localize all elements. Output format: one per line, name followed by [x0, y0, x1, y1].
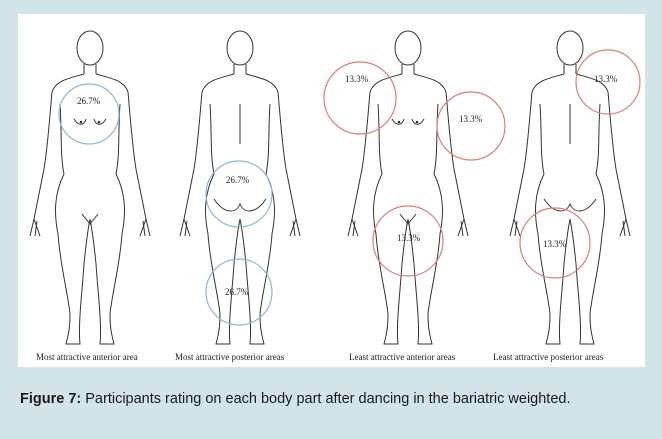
percentage-label: 13.3%	[543, 239, 566, 249]
highlight-circle-chest	[59, 84, 119, 144]
caption-text: Participants rating on each body part af…	[81, 391, 570, 407]
figure-label: Most attractive anterior area	[36, 352, 138, 362]
highlight-circle-buttocks	[206, 161, 272, 227]
percentage-label: 26.7%	[77, 96, 100, 106]
percentage-label: 13.3%	[397, 233, 420, 243]
percentage-label: 26.7%	[225, 287, 248, 297]
figure-label: Least attractive posterior areas	[493, 352, 603, 362]
figure-panel: 26.7% 26.7% 26.7% 13.3% 13.3% 13.3% 13.3…	[18, 14, 645, 367]
figure-label: Least attractive anterior areas	[349, 352, 455, 362]
percentage-label: 13.3%	[594, 74, 617, 84]
figure-most-attractive-posterior	[180, 31, 300, 344]
percentage-label: 26.7%	[226, 175, 249, 185]
percentage-label: 13.3%	[345, 74, 368, 84]
figure-least-attractive-posterior	[510, 31, 640, 344]
figure-caption: Figure 7: Participants rating on each bo…	[20, 389, 645, 410]
highlight-circle-left-arm	[437, 92, 505, 160]
caption-prefix: Figure 7:	[20, 391, 81, 407]
highlight-circle-right-arm	[324, 62, 396, 134]
figure-most-attractive-anterior	[30, 31, 150, 344]
body-diagram	[18, 14, 645, 367]
figure-label: Most attractive posterior areas	[175, 352, 284, 362]
percentage-label: 13.3%	[459, 114, 482, 124]
